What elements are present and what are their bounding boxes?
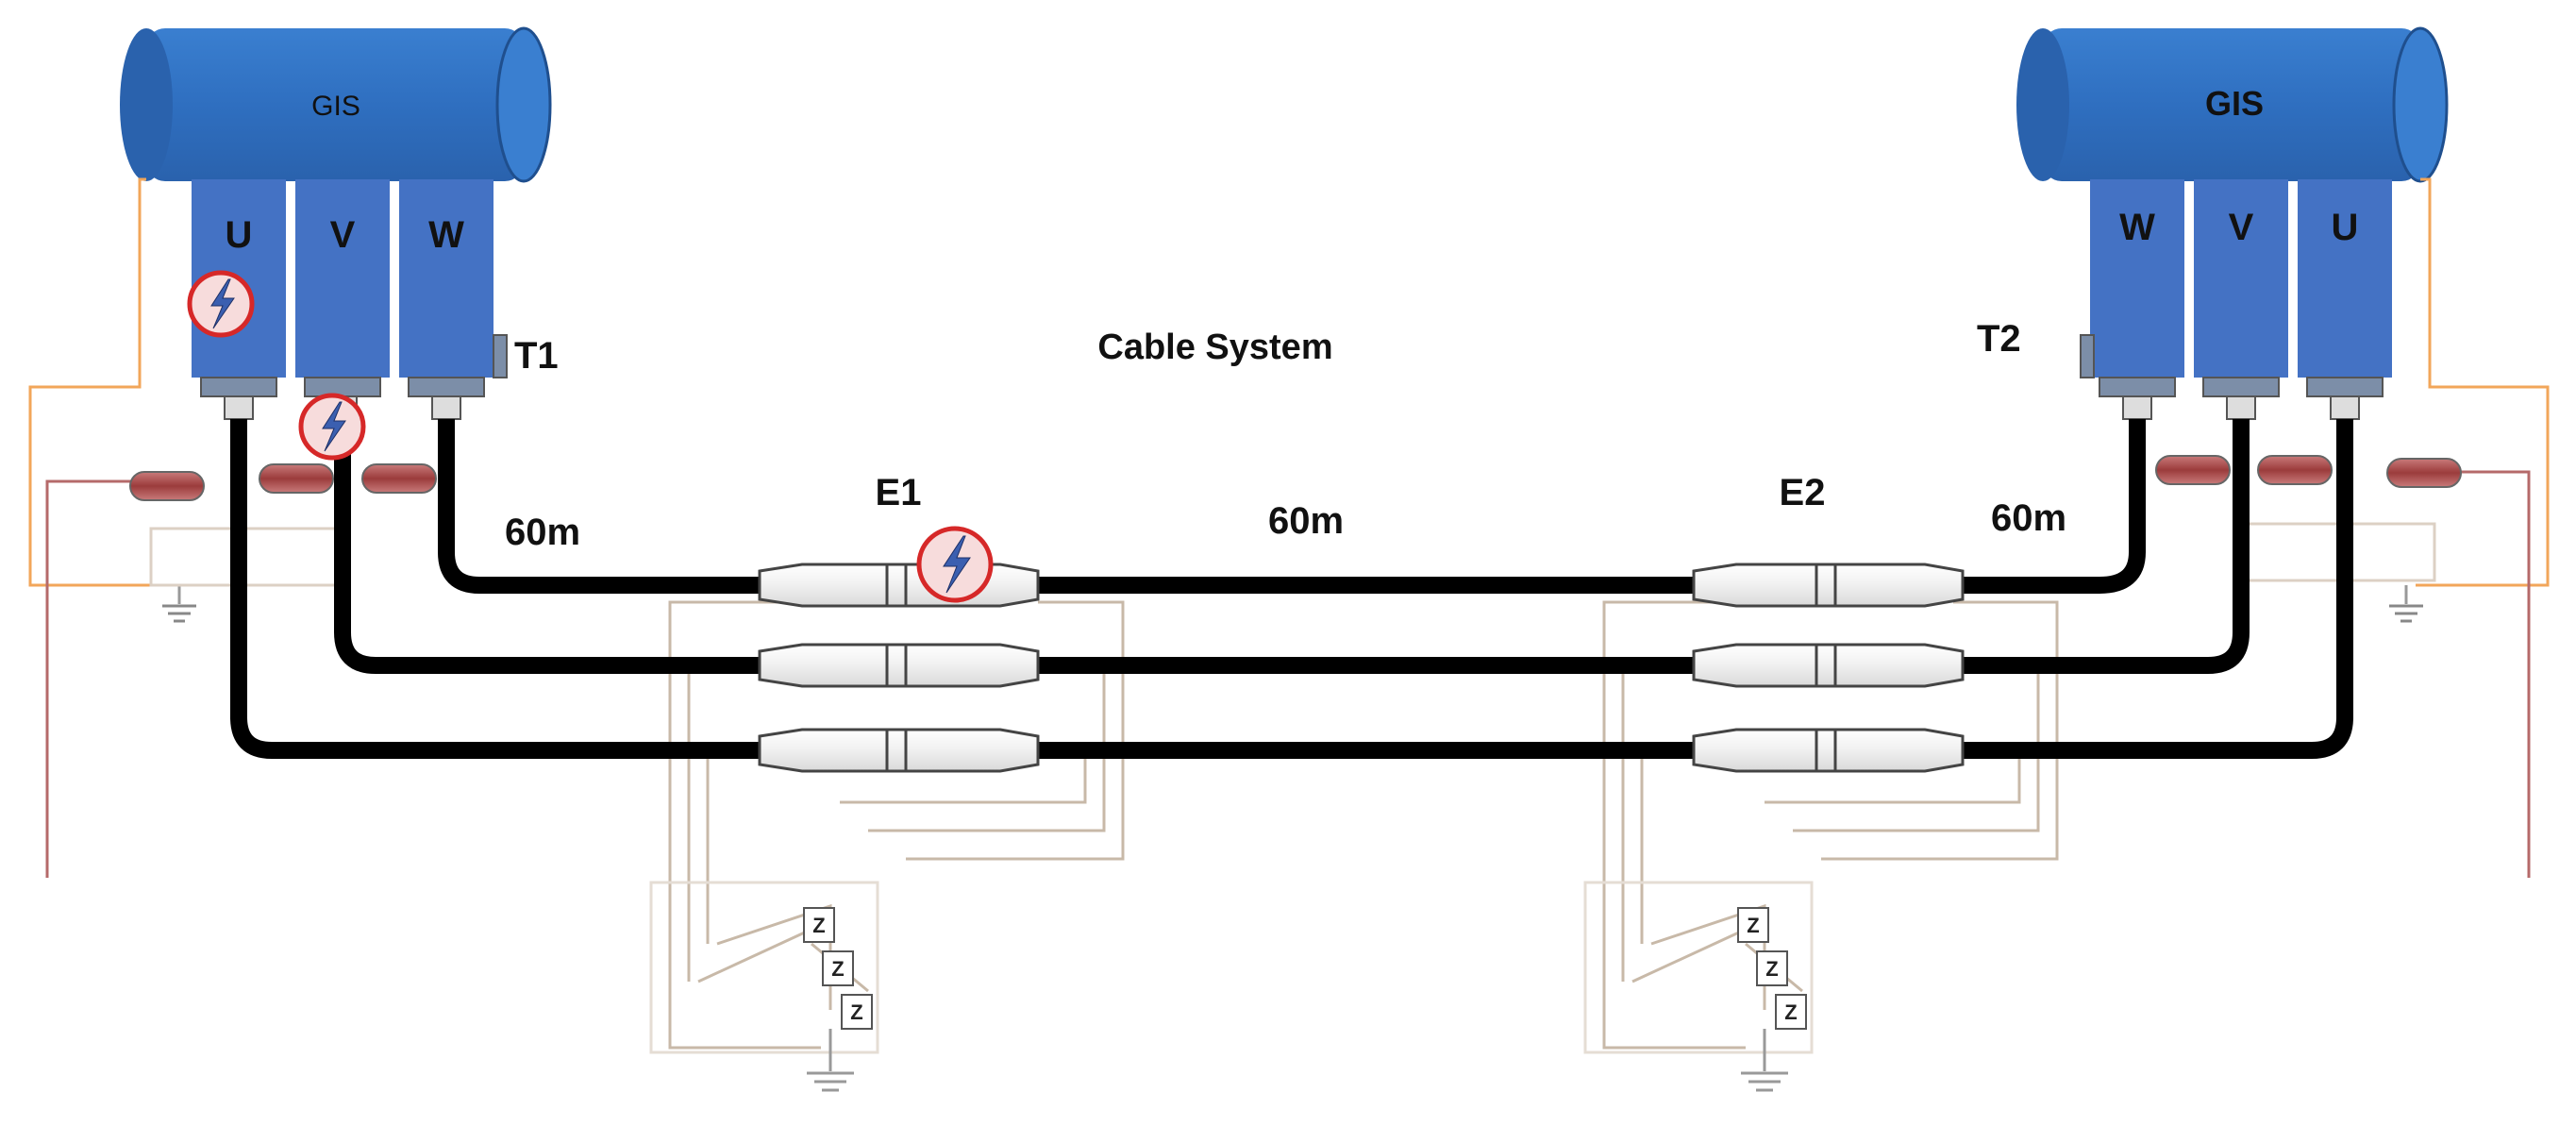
gis-right-bushing-w <box>2122 395 2152 420</box>
svg-text:Z: Z <box>850 1000 862 1024</box>
gis-right-phase-u <box>2298 179 2392 378</box>
joint-e1-v <box>758 643 1040 688</box>
ct-sensor-icon <box>2155 455 2231 485</box>
gis-right-phase-w <box>2090 179 2184 378</box>
termination-t2-label: T2 <box>1977 318 2021 360</box>
gis-left-phase-w <box>399 179 493 378</box>
cable-phase-v <box>334 419 2250 674</box>
joints-e2 <box>1692 563 1965 773</box>
joint-e2-v <box>1692 643 1965 688</box>
joint-e1-u <box>758 728 1040 773</box>
impedance-z: Z <box>1775 994 1807 1030</box>
gis-left-phase-v-label: V <box>330 214 356 256</box>
gis-left-body <box>146 28 524 181</box>
svg-text:Z: Z <box>812 914 825 937</box>
segment-right-length: 60m <box>1991 497 2066 539</box>
left-sensor-lead <box>45 479 132 878</box>
svg-text:Z: Z <box>1784 1000 1797 1024</box>
segment-middle-length: 60m <box>1268 500 1344 542</box>
right-ground-wire <box>2416 177 2550 587</box>
e2-impedances: Z Z Z <box>1737 907 1807 1092</box>
gis-right-bushing-v <box>2226 395 2256 420</box>
ground-icon <box>807 1071 854 1092</box>
gis-right-phase-w-label: W <box>2119 207 2155 248</box>
gis-left: GIS U V W <box>120 26 552 420</box>
gis-left-side-plate <box>493 334 508 378</box>
termination-t1-label: T1 <box>514 335 559 377</box>
gis-right-flange-v <box>2202 377 2280 397</box>
segment-left-length: 60m <box>505 512 580 553</box>
left-bonding-box <box>149 527 351 587</box>
ct-sensors <box>129 455 2462 501</box>
gis-right-phase-v-label: V <box>2229 207 2254 248</box>
gis-right-side-plate <box>2080 334 2095 378</box>
ct-sensor-icon <box>259 463 334 494</box>
gis-left-flange-w <box>408 377 485 397</box>
cable-phase-w <box>438 419 2146 594</box>
impedance-z: Z <box>822 950 854 986</box>
ground-icon <box>1741 1071 1788 1092</box>
gis-right-bushing-u <box>2330 395 2360 420</box>
ct-sensor-icon <box>129 471 205 501</box>
impedance-z: Z <box>803 907 835 943</box>
svg-text:Z: Z <box>1765 957 1778 981</box>
fault-lightning-icon <box>187 270 255 338</box>
gis-right-flange-w <box>2099 377 2176 397</box>
gis-left-flange-u <box>200 377 277 397</box>
right-ground-wiring <box>2244 177 2550 878</box>
gis-right: GIS W V U <box>2016 26 2449 420</box>
ct-sensor-icon <box>2257 455 2333 485</box>
joint-e2-u <box>1692 728 1965 773</box>
gis-right-endcap <box>2016 28 2069 181</box>
e1-impedances: Z Z Z <box>803 907 873 1092</box>
gis-left-phase-v <box>295 179 390 378</box>
gis-right-label: GIS <box>2205 84 2264 123</box>
gis-right-phase-v <box>2194 179 2288 378</box>
joint-e2-w <box>1692 563 1965 608</box>
cable-phase-u <box>230 419 2353 759</box>
fault-lightning-icon <box>298 393 366 461</box>
left-ground-wire <box>28 177 170 587</box>
gis-left-bushing-w <box>431 395 461 420</box>
right-sensor-lead <box>2434 470 2531 878</box>
gis-left-label: GIS <box>311 91 360 122</box>
joints-e1 <box>758 563 1040 773</box>
svg-text:Z: Z <box>1747 914 1759 937</box>
ct-sensor-icon <box>2386 458 2462 488</box>
gis-right-body <box>2043 28 2420 181</box>
cables <box>230 419 2353 759</box>
impedance-z: Z <box>1756 950 1788 986</box>
ground-icon <box>2389 604 2423 623</box>
gis-right-endcap-right <box>2392 26 2449 183</box>
ground-icon <box>162 604 196 623</box>
fault-lightning-icon <box>916 526 994 603</box>
gis-left-phase-u-label: U <box>226 214 253 256</box>
impedance-z: Z <box>841 994 873 1030</box>
joint-e2-label: E2 <box>1780 472 1826 513</box>
ct-sensor-icon <box>361 463 437 494</box>
joint-e1-label: E1 <box>876 472 922 513</box>
gis-right-flange-u <box>2306 377 2384 397</box>
gis-left-endcap-right <box>495 26 552 183</box>
impedance-z: Z <box>1737 907 1769 943</box>
cable-system-title: Cable System <box>1097 328 1332 367</box>
gis-left-phase-w-label: W <box>428 214 464 256</box>
gis-left-bushing-u <box>224 395 254 420</box>
joint-e1-w <box>758 563 1040 608</box>
gis-right-phase-u-label: U <box>2332 207 2359 248</box>
gis-left-flange-v <box>304 377 381 397</box>
svg-text:Z: Z <box>831 957 844 981</box>
gis-left-endcap <box>120 28 173 181</box>
left-ground-wiring <box>28 177 351 878</box>
